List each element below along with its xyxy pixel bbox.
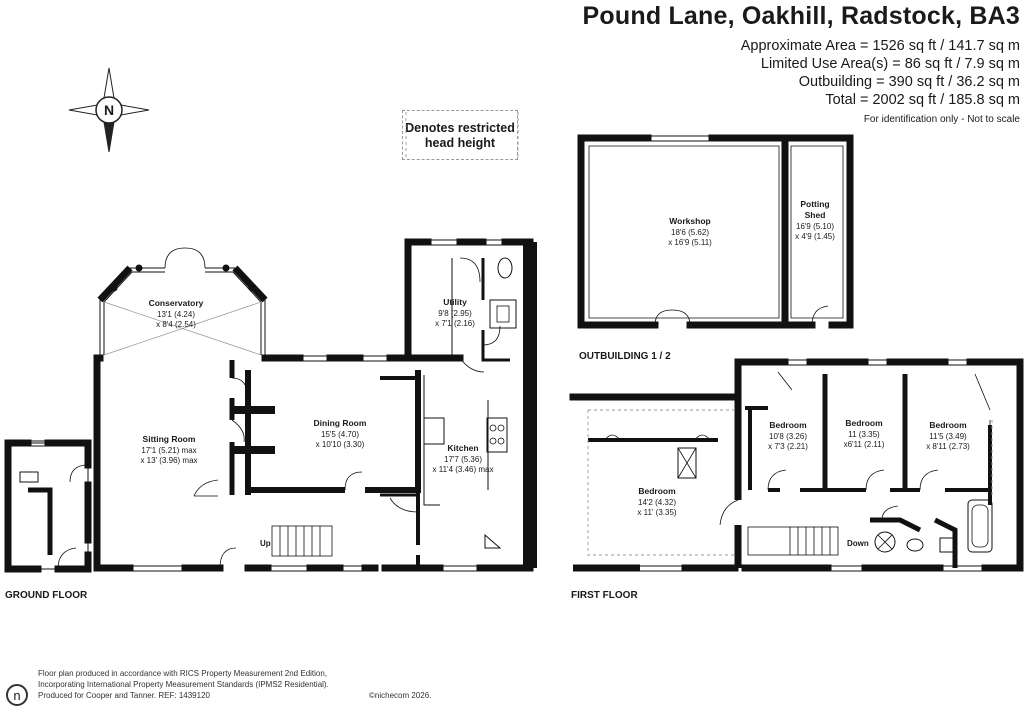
- room-name-dining: Dining Room: [314, 418, 367, 428]
- room-dim-bedroom-3-1: 11 (3.35): [848, 430, 880, 439]
- room-name-utility: Utility: [443, 297, 467, 307]
- room-dim-conservatory-2: x 8'4 (2.54): [156, 320, 196, 329]
- room-dim-utility-2: x 7'1 (2.16): [435, 319, 475, 328]
- room-dim-bedroom-4-2: x 8'11 (2.73): [926, 442, 970, 451]
- compass-icon: N: [68, 67, 150, 153]
- room-name-bedroom-main: Bedroom: [638, 486, 676, 496]
- room-dim-sitting-1: 17'1 (5.21) max: [141, 446, 196, 455]
- ground-floor-plan: [4, 238, 537, 573]
- room-name-bedroom-3: Bedroom: [845, 418, 883, 428]
- room-name-kitchen: Kitchen: [447, 443, 478, 453]
- compass-label: N: [104, 102, 114, 118]
- area-approximate: Approximate Area = 1526 sq ft / 141.7 sq…: [740, 38, 1020, 54]
- room-dim-utility-1: 9'8 (2.95): [438, 309, 472, 318]
- room-dim-bedroom-2-2: x 7'3 (2.21): [768, 442, 808, 451]
- outbuilding-plan: [577, 134, 854, 329]
- room-dim-kitchen-2: x 11'4 (3.46) max: [433, 465, 494, 474]
- legend-line-1: Denotes restricted: [405, 121, 515, 135]
- room-dim-bedroom-main-1: 14'2 (4.32): [638, 498, 676, 507]
- footer-text: Floor plan produced in accordance with R…: [38, 668, 431, 701]
- area-summary: Approximate Area = 1526 sq ft / 141.7 sq…: [741, 37, 1020, 109]
- room-name-conservatory: Conservatory: [149, 298, 204, 308]
- ground-floor-label: GROUND FLOOR: [5, 590, 88, 601]
- room-dim-potting-1: 16'9 (5.10): [796, 222, 834, 231]
- restricted-areas-ground: [405, 112, 519, 158]
- stairs-up-label: Up: [260, 539, 271, 548]
- room-dim-bedroom-3-2: x6'11 (2.11): [844, 440, 885, 449]
- room-name-bedroom-4: Bedroom: [929, 420, 967, 430]
- room-name-potting-1: Potting: [800, 199, 829, 209]
- room-dim-workshop-1: 18'6 (5.62): [671, 228, 709, 237]
- room-dim-workshop-2: x 16'9 (5.11): [668, 238, 712, 247]
- room-dim-bedroom-main-2: x 11' (3.35): [637, 508, 677, 517]
- room-dim-conservatory-1: 13'1 (4.24): [157, 310, 195, 319]
- stairs-down-label: Down: [847, 539, 869, 548]
- area-total: Total = 2002 sq ft / 185.8 sq m: [825, 92, 1020, 108]
- outbuilding-label: OUTBUILDING 1 / 2: [579, 351, 671, 362]
- room-name-bedroom-2: Bedroom: [769, 420, 807, 430]
- room-dim-dining-2: x 10'10 (3.30): [316, 440, 365, 449]
- room-dim-dining-1: 15'5 (4.70): [321, 430, 359, 439]
- room-dim-kitchen-1: 17'7 (5.36): [444, 455, 482, 464]
- room-name-workshop: Workshop: [669, 216, 710, 226]
- first-floor-label: FIRST FLOOR: [571, 590, 638, 601]
- room-dim-sitting-2: x 13' (3.96) max: [140, 456, 197, 465]
- area-limited-use: Limited Use Area(s) = 86 sq ft / 7.9 sq …: [760, 56, 1020, 72]
- footer-line-2: Incorporating International Property Mea…: [38, 680, 329, 689]
- room-dim-bedroom-4-1: 11'5 (3.49): [929, 432, 967, 441]
- room-dim-potting-2: x 4'9 (1.45): [795, 232, 835, 241]
- area-outbuilding: Outbuilding = 390 sq ft / 36.2 sq m: [798, 74, 1020, 90]
- identification-note: For identification only - Not to scale: [863, 114, 1020, 125]
- footer-line-3: Produced for Cooper and Tanner. REF: 143…: [38, 691, 210, 700]
- restricted-areas-first: [587, 409, 993, 556]
- room-name-sitting: Sitting Room: [143, 434, 196, 444]
- restricted-height-legend: Denotes restricted head height: [402, 110, 518, 160]
- property-title: Pound Lane, Oakhill, Radstock, BA3: [582, 2, 1020, 30]
- nichecom-logo: n: [6, 684, 28, 706]
- room-dim-bedroom-2-1: 10'8 (3.26): [769, 432, 807, 441]
- footer-line-1: Floor plan produced in accordance with R…: [38, 669, 328, 678]
- legend-line-2: head height: [424, 136, 496, 150]
- footer-copyright: ©nichecom 2026.: [369, 691, 432, 700]
- first-floor-plan: [569, 358, 1024, 572]
- room-name-potting-2: Shed: [805, 210, 826, 220]
